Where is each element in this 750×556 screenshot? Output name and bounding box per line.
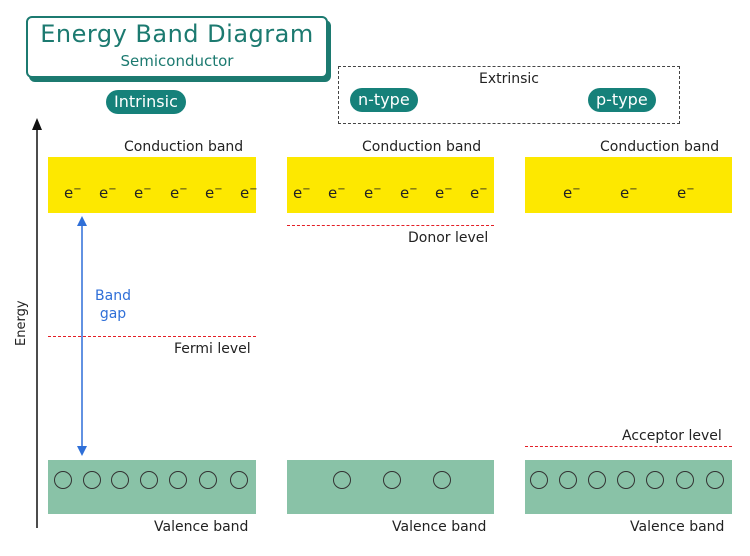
- extrinsic-label: Extrinsic: [478, 71, 540, 87]
- p-type-holes: [525, 471, 732, 491]
- p-type-hole: [617, 471, 635, 489]
- acceptor-level-line: [525, 446, 732, 447]
- n-type-electron: e−: [293, 184, 311, 202]
- donor-level-label: Donor level: [408, 230, 489, 246]
- title-card: Energy Band Diagram Semiconductor: [26, 16, 328, 78]
- p-type-valence-label: Valence band: [630, 519, 725, 535]
- n-type-electron: e−: [400, 184, 418, 202]
- extrinsic-box: Extrinsic: [338, 66, 680, 124]
- intrinsic-holes: [48, 471, 256, 491]
- intrinsic-hole: [140, 471, 158, 489]
- n-type-electron: e−: [364, 184, 382, 202]
- p-type-hole: [530, 471, 548, 489]
- n-type-electron: e−: [435, 184, 453, 202]
- donor-level-line: [287, 225, 494, 226]
- intrinsic-hole: [169, 471, 187, 489]
- intrinsic-electron: e−: [99, 184, 117, 202]
- n-type-hole: [433, 471, 451, 489]
- diagram-subtitle: Semiconductor: [120, 52, 234, 70]
- acceptor-level-label: Acceptor level: [622, 428, 722, 444]
- band-gap-label-line2: gap: [99, 306, 127, 322]
- p-type-hole: [559, 471, 577, 489]
- p-type-hole: [676, 471, 694, 489]
- p-type-hole: [706, 471, 724, 489]
- n-type-hole: [333, 471, 351, 489]
- p-type-hole: [588, 471, 606, 489]
- intrinsic-electron: e−: [240, 184, 258, 202]
- intrinsic-electron: e−: [64, 184, 82, 202]
- intrinsic-hole: [199, 471, 217, 489]
- p-type-conduction-band: [525, 157, 732, 213]
- n-type-holes: [287, 471, 494, 491]
- intrinsic-hole: [83, 471, 101, 489]
- intrinsic-conduction-label: Conduction band: [124, 139, 244, 155]
- n-type-conduction-band: [287, 157, 494, 213]
- intrinsic-electron: e−: [170, 184, 188, 202]
- energy-axis-label: Energy: [14, 300, 29, 346]
- intrinsic-electron: e−: [205, 184, 223, 202]
- n-type-valence-label: Valence band: [392, 519, 487, 535]
- n-type-electron: e−: [328, 184, 346, 202]
- n-type-pill: n-type: [350, 88, 418, 112]
- n-type-electron: e−: [470, 184, 488, 202]
- p-type-hole: [646, 471, 664, 489]
- p-type-conduction-label: Conduction band: [600, 139, 720, 155]
- band-gap-label-line1: Band: [95, 288, 131, 304]
- intrinsic-hole: [111, 471, 129, 489]
- fermi-level-label: Fermi level: [174, 341, 251, 357]
- intrinsic-hole: [230, 471, 248, 489]
- energy-axis: [32, 118, 42, 528]
- intrinsic-hole: [54, 471, 72, 489]
- p-type-electron: e−: [677, 184, 695, 202]
- p-type-electron: e−: [563, 184, 581, 202]
- intrinsic-electron: e−: [134, 184, 152, 202]
- fermi-level-line: [48, 336, 256, 337]
- n-type-conduction-label: Conduction band: [362, 139, 482, 155]
- diagram-title: Energy Band Diagram: [40, 20, 314, 48]
- p-type-pill: p-type: [588, 88, 656, 112]
- p-type-electron: e−: [620, 184, 638, 202]
- band-gap-label: Band gap: [88, 287, 138, 323]
- intrinsic-pill: Intrinsic: [106, 90, 186, 114]
- intrinsic-conduction-band: [48, 157, 256, 213]
- n-type-hole: [383, 471, 401, 489]
- intrinsic-valence-label: Valence band: [154, 519, 249, 535]
